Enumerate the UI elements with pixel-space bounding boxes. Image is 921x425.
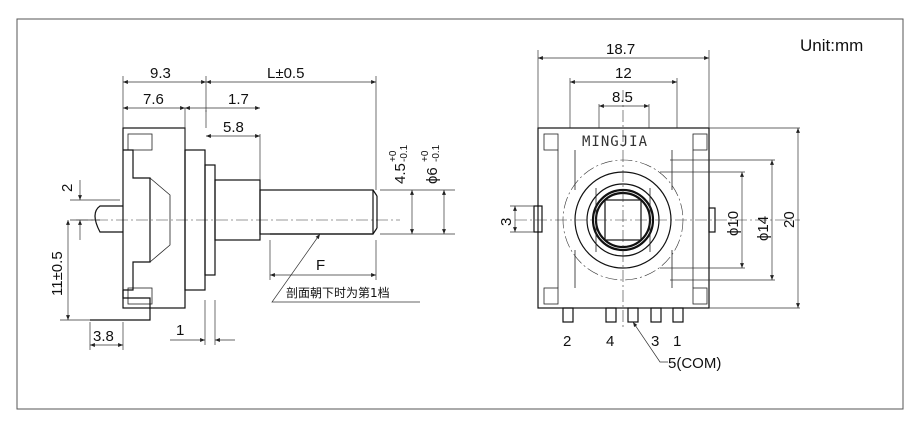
side-extension-lines [60, 76, 455, 350]
pin-3-label: 3 [651, 333, 659, 350]
dim-L: L±0.5 [267, 65, 304, 82]
dim-6-label: ϕ6 +0 -0.1 [420, 144, 442, 184]
svg-text:-0.1: -0.1 [399, 144, 410, 162]
front-left-tab [533, 205, 543, 233]
svg-text:-0.1: -0.1 [431, 144, 442, 162]
front-extension-lines [510, 50, 800, 309]
brand-label: MINGJIA [582, 134, 648, 150]
front-view: MINGJIA [498, 41, 800, 372]
dim-1: 1 [176, 322, 184, 339]
dim-18-7: 18.7 [606, 41, 635, 58]
side-shaft [259, 189, 378, 235]
dim-9-3: 9.3 [150, 65, 171, 82]
dim-1-7: 1.7 [228, 91, 249, 108]
dim-10: ϕ10 [725, 211, 742, 236]
dim-F: F [316, 257, 325, 274]
dim-8-5: 8.5 [612, 89, 633, 106]
dim-12: 12 [615, 65, 632, 82]
svg-text:ϕ6: ϕ6 [424, 167, 441, 184]
dim-5-8: 5.8 [223, 119, 244, 136]
com-leader [632, 321, 668, 363]
dim-2: 2 [59, 184, 76, 192]
dim-7-6: 7.6 [143, 91, 164, 108]
side-bushing [214, 179, 261, 241]
pin-1-label: 1 [673, 333, 681, 350]
pin-2-label: 2 [563, 333, 571, 350]
dim-3-8: 3.8 [93, 328, 114, 345]
side-view: 9.3 L±0.5 7.6 1.7 5.8 2 11±0.5 3.8 1 F [49, 65, 455, 350]
drawing-frame [16, 18, 904, 410]
dim-11: 11±0.5 [49, 251, 66, 296]
section-note: 剖面朝下时为第1档 [286, 286, 390, 300]
side-rivet [94, 205, 123, 233]
note-leader [271, 233, 420, 303]
dim-4-5-label: 4.5 +0 -0.1 [388, 144, 410, 184]
svg-text:4.5: 4.5 [392, 163, 409, 184]
svg-text:+0: +0 [420, 150, 431, 162]
svg-text:+0: +0 [388, 150, 399, 162]
dim-20: 20 [781, 211, 798, 228]
side-body [122, 127, 216, 309]
front-body [537, 127, 710, 309]
side-terminal [90, 290, 151, 321]
pin-4-label: 4 [606, 333, 614, 350]
dim-14: ϕ14 [755, 216, 772, 241]
unit-label: Unit:mm [800, 36, 863, 55]
pin-com-label: 5(COM) [668, 355, 721, 372]
dim-3: 3 [498, 218, 515, 226]
